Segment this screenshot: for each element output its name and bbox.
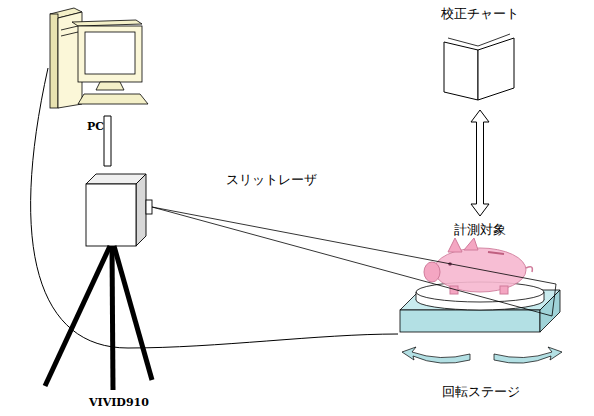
beam-label: スリットレーザ (226, 172, 317, 188)
stage-node: 回転ステージ (398, 288, 564, 368)
chart-node: 校正チャート (440, 30, 520, 104)
node-label: 回転ステージ (442, 384, 520, 400)
node-label: PC (87, 120, 104, 133)
pc-node: PC (48, 8, 144, 110)
rotary-stage-illustration (400, 282, 562, 363)
calibration-chart-illustration (444, 34, 514, 100)
slit-laser-beam (152, 207, 556, 316)
connector (104, 116, 111, 166)
node-label: 校正チャート (441, 6, 519, 22)
connector (31, 68, 398, 348)
node-label: 計測対象 (454, 222, 506, 238)
node-label: VIVID910 (89, 396, 149, 409)
pc-illustration (50, 8, 148, 108)
target-node: 計測対象 (405, 222, 555, 296)
camera-node: VIVID910 (84, 172, 154, 248)
vivid910-illustration (45, 174, 152, 390)
connector (471, 110, 489, 216)
